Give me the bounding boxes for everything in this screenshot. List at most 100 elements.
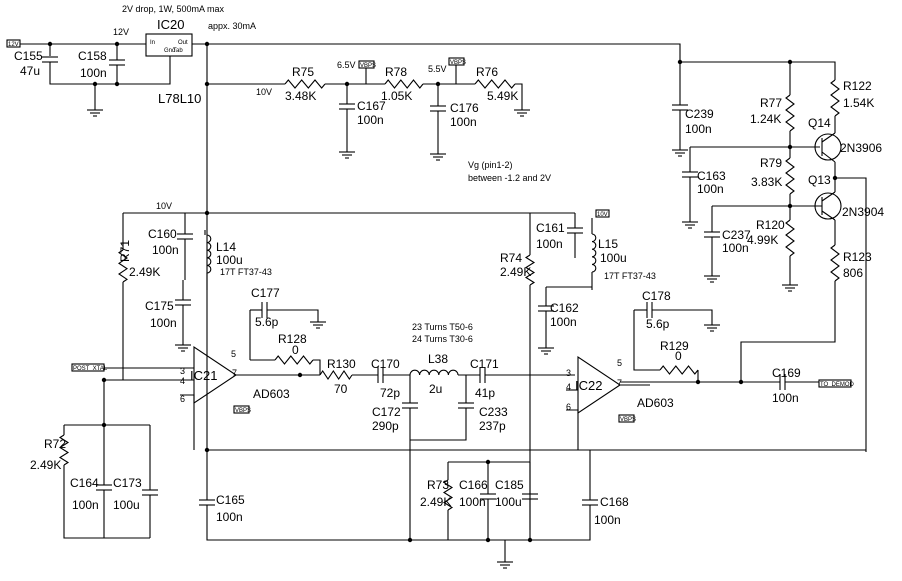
c177-val: 5.6p: [255, 315, 279, 329]
c237-symbol: [704, 231, 720, 238]
r77-symbol: [785, 94, 795, 132]
c178-ref: C178: [642, 289, 671, 303]
ic21-pin7: 7: [232, 368, 237, 378]
flag-10v: 10V: [597, 212, 608, 218]
r123-ref: R123: [843, 250, 872, 264]
c167-val: 100n: [357, 113, 384, 127]
q13-val: 2N3904: [842, 205, 884, 219]
flag-10v-box: [595, 209, 610, 218]
q14-collector: [821, 151, 836, 163]
c178-symbol: [646, 302, 653, 318]
c155-symbol: [42, 56, 58, 63]
gnd-r76: [514, 109, 530, 117]
flag-post-xtal: POST_XTAL: [73, 366, 108, 372]
ic20-pin-tab: Tab: [173, 48, 183, 54]
c167-ref: C167: [357, 99, 386, 113]
c155-ref: C155: [14, 49, 43, 63]
c170-val: 72p: [380, 386, 400, 400]
c162-val: 100n: [550, 315, 577, 329]
flag-vbps4: VBPS: [620, 417, 636, 423]
ic22-pin6: 6: [566, 402, 571, 412]
note-vg2: between -1.2 and 2V: [468, 173, 551, 183]
flag-vbps2: VBPS: [450, 60, 466, 66]
note-ft2: 17T FT37-43: [604, 271, 656, 281]
c168-val: 100n: [594, 513, 621, 527]
wire-11: [515, 83, 523, 110]
c161-ref: C161: [536, 221, 565, 235]
c165-ref: C165: [216, 493, 245, 507]
wire-73: [410, 408, 467, 441]
junction-dot: [114, 81, 120, 87]
flag-12v: 12V: [8, 42, 19, 48]
junction-dot: [204, 81, 210, 87]
ic22-pin3: 3: [566, 368, 571, 378]
junction-dot: [832, 175, 838, 181]
c160-ref: C160: [148, 227, 177, 241]
wire-28: [789, 194, 822, 207]
ic20-part: L78L10: [158, 91, 201, 106]
junction-dot: [738, 379, 744, 385]
flag-vbps3: VBPS: [235, 408, 251, 414]
r78-val: 1.05K: [381, 89, 412, 103]
note-turns2: 24 Turns T30-6: [412, 334, 473, 344]
labels: 2V drop, 1W, 500mA max appx. 30mA Vg (pi…: [14, 4, 884, 527]
gnd-c178: [704, 324, 720, 332]
r128-symbol: [274, 355, 314, 365]
ic22-pin7: 7: [617, 378, 622, 388]
q14-val: 2N3906: [840, 141, 882, 155]
r73-val: 2.49K: [420, 495, 451, 509]
q14-ref: Q14: [808, 116, 831, 130]
ic21-ref: IC21: [190, 368, 217, 383]
wire-61: [313, 359, 321, 375]
l14-val: 100u: [216, 253, 243, 267]
c166-val: 100n: [459, 495, 486, 509]
ic20-body: [145, 33, 193, 57]
c178-val: 5.6p: [646, 317, 670, 331]
c161-val: 100n: [536, 237, 563, 251]
gnd-c175: [175, 344, 191, 352]
r128-val: 0: [292, 343, 299, 357]
ic22-symbol: [577, 355, 621, 415]
r74-val: 2.49K: [500, 265, 531, 279]
c185-val: 100u: [495, 495, 522, 509]
gnd-c163: [682, 221, 698, 229]
r71-ref: R71: [118, 240, 132, 262]
components: [42, 33, 842, 569]
c176-ref: C176: [450, 101, 479, 115]
junction-dot: [695, 379, 701, 385]
r77-val: 1.24K: [750, 112, 781, 126]
l15-symbol: [591, 233, 597, 273]
net-10v-a: 10V: [256, 87, 272, 97]
wire-78: [633, 310, 660, 371]
r79-symbol: [785, 157, 795, 195]
c169-val: 100n: [772, 391, 799, 405]
r122-val: 1.54K: [843, 96, 874, 110]
ic21-pin6: 6: [180, 394, 185, 404]
c162-ref: C162: [550, 301, 579, 315]
note-ft1: 17T FT37-43: [220, 267, 272, 277]
c171-ref: C171: [470, 357, 499, 371]
l38-symbol: [409, 369, 459, 376]
c172-ref: C172: [372, 405, 401, 419]
flag-12v-box: [6, 39, 21, 48]
c158-val: 100n: [80, 66, 107, 80]
c170-ref: C170: [371, 357, 400, 371]
r71-val: 2.49K: [129, 265, 160, 279]
net-5v5: 5.5V: [428, 64, 447, 74]
c175-val: 100n: [150, 316, 177, 330]
r74-ref: R74: [500, 251, 522, 265]
net-6v5: 6.5V: [337, 60, 356, 70]
ic20-pin-out: Out: [178, 40, 188, 46]
c173-symbol: [142, 489, 158, 496]
c158-ref: C158: [78, 49, 107, 63]
ic22-ref: IC22: [575, 378, 602, 393]
r73-ref: R73: [427, 478, 449, 492]
ic22-pin4: 4: [566, 382, 571, 392]
l14-symbol: [206, 234, 212, 274]
wire-3: [49, 56, 171, 85]
flag-vbps3-box: [233, 405, 250, 414]
r75-val: 3.48K: [285, 89, 316, 103]
c155-val: 47u: [20, 64, 40, 78]
r128-ref: R128: [278, 332, 307, 346]
wire-64: [267, 309, 319, 322]
